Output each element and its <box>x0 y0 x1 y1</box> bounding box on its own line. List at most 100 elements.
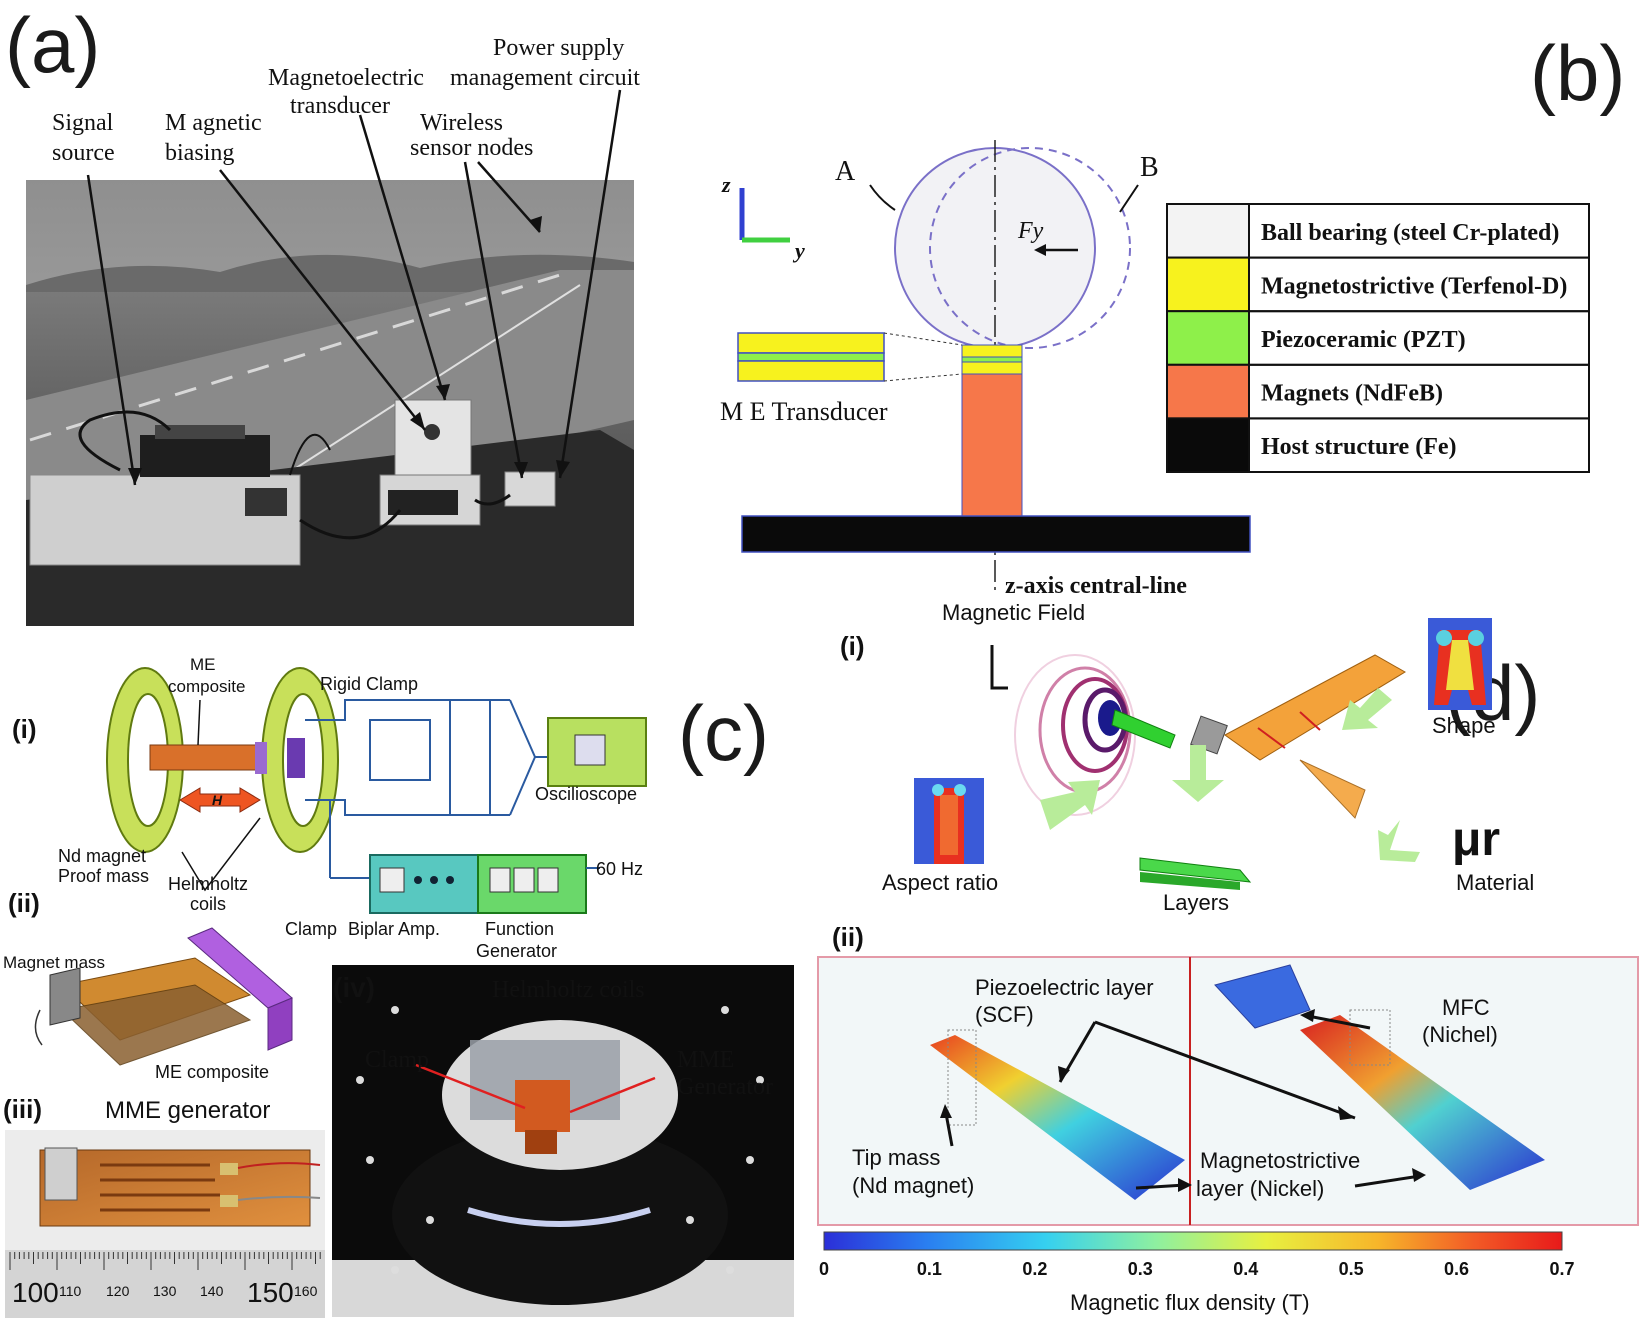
force-label: Fy <box>1017 218 1044 244</box>
hh-line1: Helmholtz <box>168 874 248 894</box>
panel-a-arrowheads <box>128 216 570 485</box>
label-helmholtz-iv: Helmholtz coils <box>492 977 645 1003</box>
colorbar <box>823 1231 1563 1251</box>
label-biplar: Biplar Amp. <box>348 919 440 939</box>
legend-rows: Ball bearing (steel Cr-plated) Magnetostr… <box>1166 203 1590 473</box>
mme-iv-line2: Generator <box>677 1074 773 1100</box>
panel-a-label: (a) <box>5 1 100 89</box>
force-arrow-icon <box>1034 244 1046 256</box>
field-photo <box>26 180 634 626</box>
label-signal-source: Signal source <box>52 110 119 166</box>
orange-beam <box>1224 654 1406 761</box>
colorbar-tick: 0.7 <box>1549 1259 1574 1279</box>
c-iv-label: (iv) <box>333 972 375 1003</box>
ruler-label: 120 <box>106 1283 130 1299</box>
legend-label: Ball bearing (steel Cr-plated) <box>1261 220 1559 246</box>
transducer-line-1: Magnetoelectric <box>268 65 424 91</box>
hh-line2: coils <box>190 894 226 914</box>
piezo-line2: (SCF) <box>975 1002 1034 1027</box>
legend-swatch <box>1166 203 1250 259</box>
rectifier-circuit <box>305 699 548 879</box>
host-structure <box>741 515 1251 553</box>
sim-left-beam <box>930 1029 1185 1200</box>
helmholtz-photo-iv <box>332 965 794 1317</box>
sim-leaders <box>943 1014 1421 1190</box>
label-rigid-clamp: Rigid Clamp <box>320 674 418 694</box>
shape-inset <box>1428 618 1492 710</box>
label-clamp-iv: Clamp <box>365 1047 429 1073</box>
ms-line1: Magnetostrictive <box>1200 1148 1360 1173</box>
aspect-ratio-inset <box>914 778 984 864</box>
field-corner-icon <box>990 645 1008 690</box>
fg-line1: Function <box>485 919 554 939</box>
label-nd-magnet: Nd magnet Proof mass <box>58 846 151 886</box>
signal-line-2: source <box>52 140 115 166</box>
tip-line1: Tip mass <box>852 1145 940 1170</box>
axis-z-label: z <box>721 172 731 197</box>
me-transducer-zoom <box>737 332 963 382</box>
magnet-post <box>961 373 1023 517</box>
c-i-label: (i) <box>12 714 37 744</box>
colorbar-tick: 0.3 <box>1128 1259 1153 1279</box>
ruler-label: 140 <box>200 1283 224 1299</box>
signal-line-1: Signal <box>52 110 114 136</box>
label-magnetostrictive: Magnetostrictive layer (Nickel) <box>1196 1148 1366 1201</box>
ruler-label: 100 <box>12 1277 59 1308</box>
label-me-transducer: Magnetoelectric transducer <box>268 65 430 119</box>
mu-symbol: μr <box>1452 813 1500 866</box>
colorbar-tick: 0.6 <box>1444 1259 1469 1279</box>
legend-label: Magnetostrictive (Terfenol-D) <box>1261 273 1567 299</box>
panel-b: (b) z y A B Fy M E Transducer z-a <box>720 29 1625 599</box>
label-shape: Shape <box>1432 713 1496 738</box>
legend-swatch <box>1166 310 1250 366</box>
ruler-label: 110 <box>59 1283 82 1299</box>
axis-y-label: y <box>792 238 805 263</box>
me-composite-beam <box>149 744 263 771</box>
label-material: Material <box>1456 870 1534 895</box>
simulation-frame <box>817 956 1639 1226</box>
colorbar-tick: 0.2 <box>1022 1259 1047 1279</box>
colorbar-label: Magnetic flux density (T) <box>1070 1290 1310 1315</box>
wireless-line-2: sensor nodes <box>410 135 533 161</box>
power-line-1: Power supply <box>493 35 624 61</box>
cantilever-ii <box>34 927 293 1066</box>
sim-right-beam <box>1214 964 1545 1190</box>
parameter-arrows <box>1040 688 1420 862</box>
label-magnet-mass: Magnet mass <box>3 953 105 972</box>
label-mme-generator: MME generator <box>105 1097 270 1124</box>
svg-text:H: H <box>212 792 223 808</box>
label-mfc: MFC (Nichel) <box>1422 995 1498 1047</box>
panel-c-label: (c) <box>678 689 769 777</box>
nd-line1: Nd magnet <box>58 846 146 866</box>
label-magnetic-biasing: M agnetic biasing <box>165 110 268 166</box>
label-aspect-ratio: Aspect ratio <box>882 870 998 895</box>
mme-iv-line1: MME <box>677 1047 734 1073</box>
tip-line2: (Nd magnet) <box>852 1173 974 1198</box>
panel-a: (a) <box>5 1 640 626</box>
transducer-line-2: transducer <box>290 93 390 119</box>
legend-label: Magnets (NdFeB) <box>1261 381 1443 407</box>
legend-swatch <box>1166 256 1250 313</box>
colorbar-tick: 0.4 <box>1233 1259 1258 1279</box>
mfc-line2: (Nichel) <box>1422 1022 1498 1047</box>
label-piezo-layer: Piezoelectric layer (SCF) <box>975 975 1160 1027</box>
rigid-clamp <box>287 738 305 778</box>
legend-swatch <box>1166 363 1250 420</box>
label-wireless-nodes: Wireless sensor nodes <box>410 110 533 161</box>
transducer-label: M E Transducer <box>720 397 888 426</box>
panel-c: (c) (i) H <box>3 655 794 1318</box>
ruler-label: 150 <box>247 1277 294 1308</box>
centerline-label: z-axis central-line <box>1005 573 1187 599</box>
label-clamp-ii: Clamp <box>285 919 337 939</box>
panel-b-label: (b) <box>1530 29 1625 117</box>
label-tip-mass: Tip mass (Nd magnet) <box>852 1145 974 1198</box>
mfc-line1: MFC <box>1442 995 1490 1020</box>
biasing-line-1: M agnetic <box>165 110 262 136</box>
ms-line2: layer (Nickel) <box>1196 1176 1324 1201</box>
green-rod <box>1111 709 1176 749</box>
label-function-generator: Function Generator <box>476 919 559 961</box>
wireless-line-1: Wireless <box>420 110 503 136</box>
